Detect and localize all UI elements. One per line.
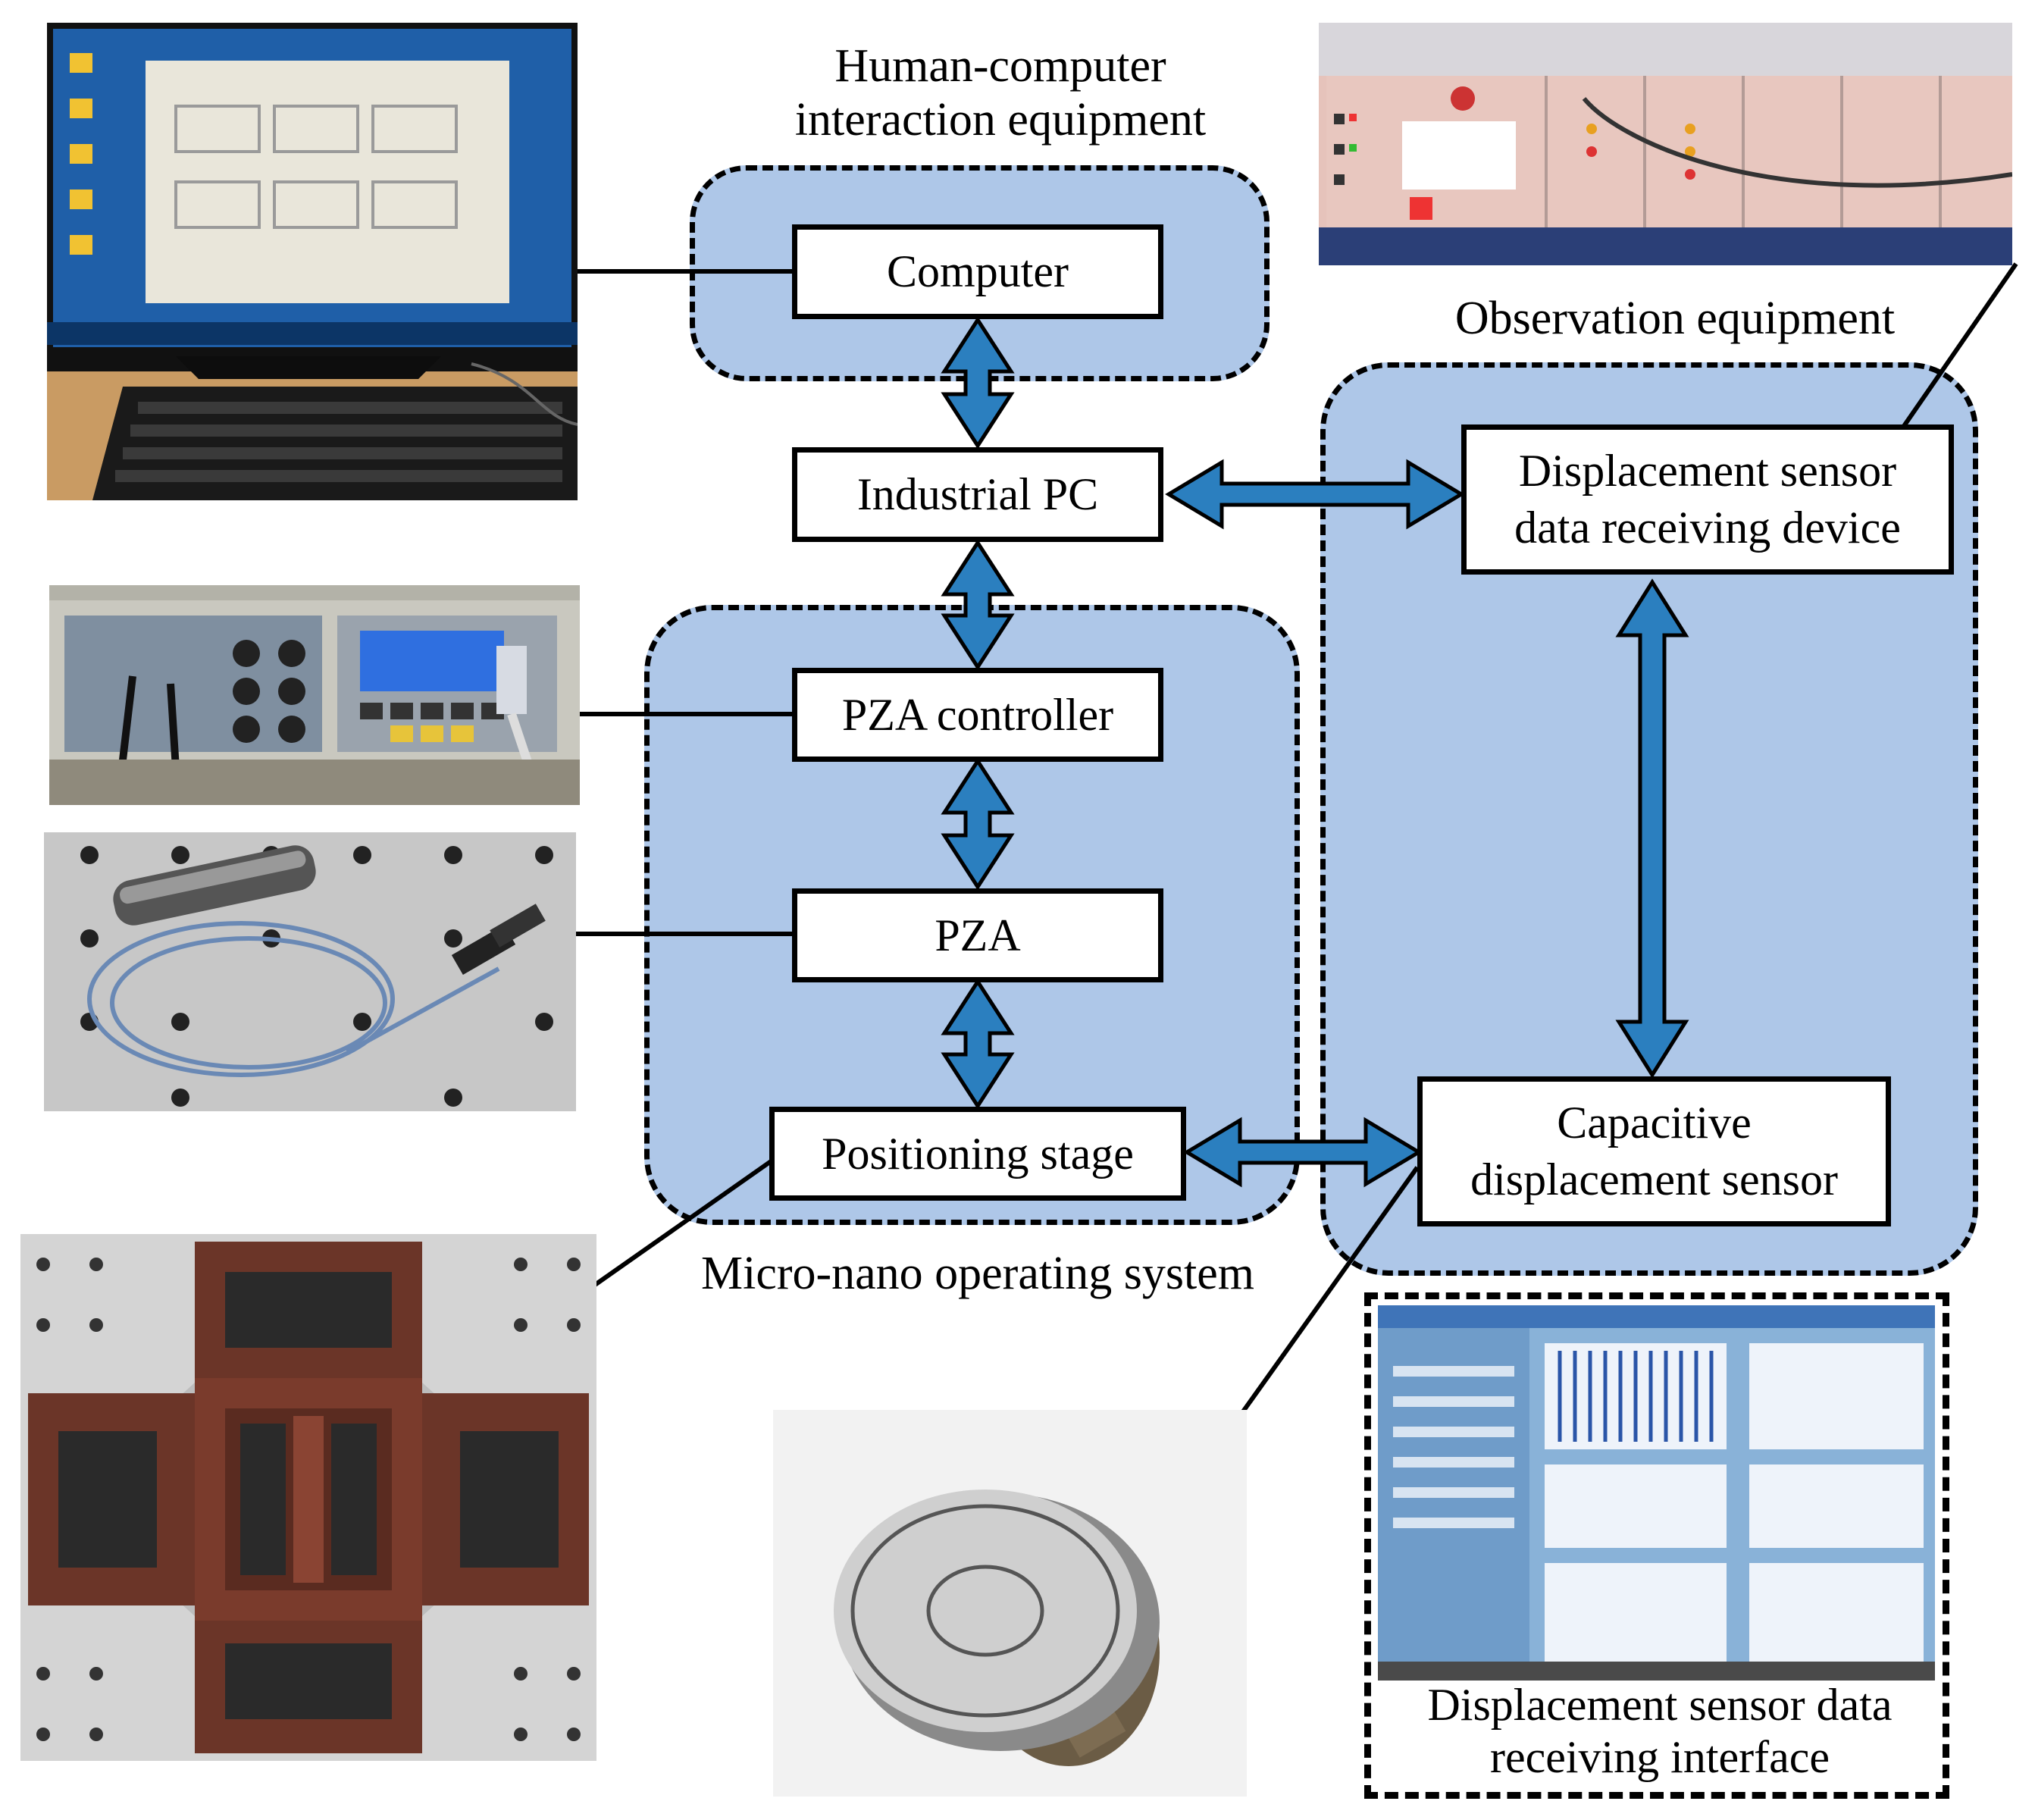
pza-controller-photo-art	[49, 585, 580, 805]
capacitive-sensor-photo-art	[773, 1410, 1247, 1797]
line-sensor-photo	[1239, 1166, 1420, 1415]
pza-photo-art	[44, 832, 576, 1111]
observation-group-title: Observation equipment	[1454, 293, 1896, 344]
arrow-ipc-controller	[941, 539, 1015, 671]
line-device-photo	[1900, 262, 2018, 430]
micro-nano-group-title: Micro-nano operating system	[700, 1248, 1255, 1299]
positioning-stage-photo	[20, 1234, 596, 1761]
line-stage-photo	[593, 1157, 775, 1287]
hci-group-title: Human-computer interaction equipment	[794, 40, 1207, 146]
sensor-interface-caption: Displacement sensor data receiving inter…	[1427, 1680, 1893, 1782]
arrow-device-sensor	[1615, 578, 1689, 1079]
sensor-device-box: Displacement sensor data receiving devic…	[1461, 424, 1954, 575]
arrow-controller-pza	[941, 757, 1015, 891]
sensor-interface-frame	[1364, 1292, 1949, 1799]
positioning-stage-photo-art	[20, 1234, 596, 1761]
arrow-pza-stage	[941, 978, 1015, 1110]
pza-controller-photo	[49, 585, 580, 805]
computer-photo	[47, 23, 578, 500]
computer-box: Computer	[792, 224, 1163, 319]
sensor-interface-photo	[1378, 1305, 1935, 1681]
computer-photo-art	[47, 23, 578, 500]
pza-photo	[44, 832, 576, 1111]
capacitive-sensor-box: Capacitive displacement sensor	[1417, 1076, 1891, 1226]
industrial-pc-box: Industrial PC	[792, 447, 1163, 542]
sensor-device-photo-art	[1319, 23, 2012, 265]
arrow-ipc-device	[1165, 459, 1465, 530]
capacitive-sensor-photo	[773, 1410, 1247, 1797]
pza-box: PZA	[792, 888, 1163, 982]
sensor-interface-photo-art	[1378, 1305, 1935, 1681]
arrow-computer-ipc	[941, 316, 1015, 450]
arrow-stage-sensor	[1183, 1117, 1423, 1188]
positioning-stage-box: Positioning stage	[769, 1107, 1186, 1201]
pza-controller-box: PZA controller	[792, 668, 1163, 762]
sensor-device-photo	[1319, 23, 2012, 265]
